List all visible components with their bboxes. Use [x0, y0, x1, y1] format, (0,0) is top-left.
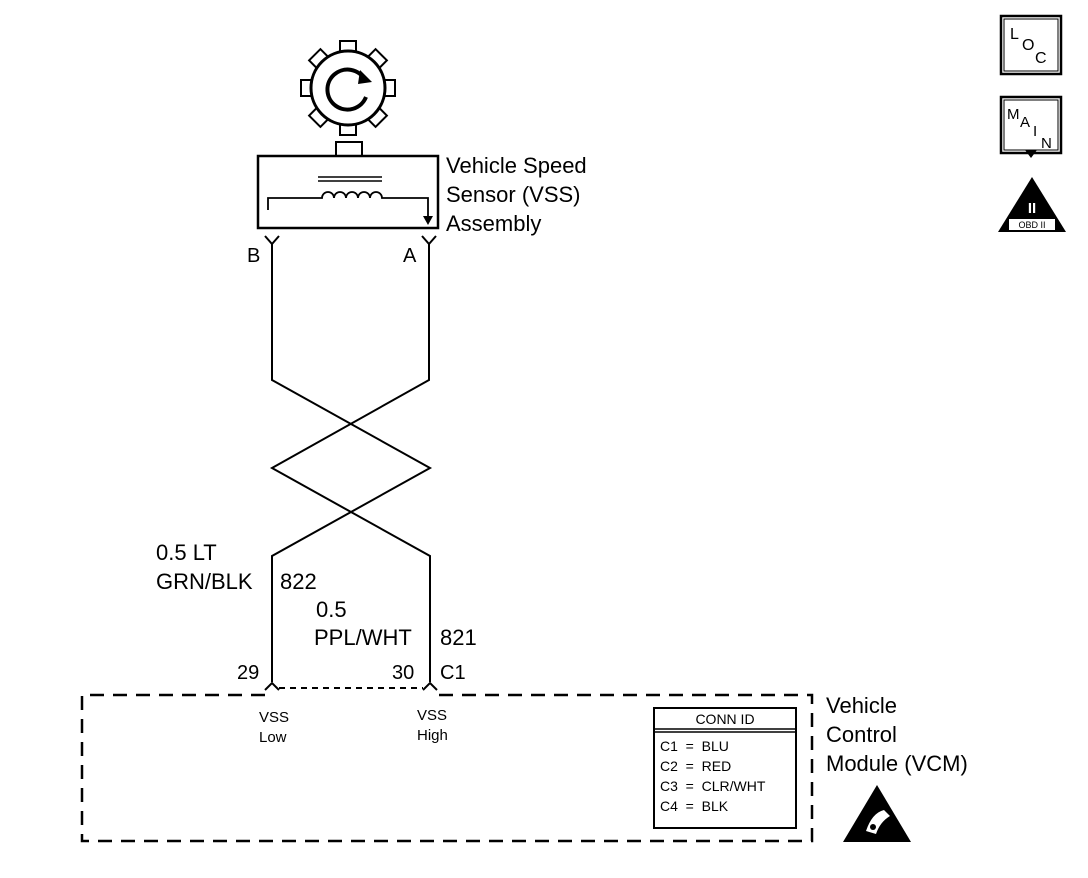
sensor-name-line2: Sensor (VSS): [446, 182, 581, 207]
wire-821-circuit: 821: [440, 625, 477, 650]
loc-icon-letter-l: L: [1010, 26, 1019, 43]
wire-822: [271, 244, 433, 682]
main-icon-letter-a: A: [1020, 114, 1030, 131]
wire-822-color: GRN/BLK: [156, 569, 253, 594]
vcm-term-high-line2: High: [417, 727, 448, 744]
loc-icon-letter-c: C: [1035, 50, 1047, 67]
conn-id-title: CONN ID: [695, 711, 754, 727]
wire-822-circuit: 822: [280, 569, 317, 594]
wire-821-color: PPL/WHT: [314, 625, 412, 650]
wire-821-gauge: 0.5: [316, 597, 347, 622]
reluctor-wheel-icon: [300, 40, 396, 136]
loc-icon[interactable]: [999, 14, 1063, 76]
obd-ii-numeral: II: [1028, 200, 1036, 217]
sensor-name-line1: Vehicle Speed: [446, 153, 587, 178]
sensor-pin-a-terminal: [421, 235, 437, 246]
conn-id-row: C3 = CLR/WHT: [660, 778, 766, 794]
vcm-term-low-line1: VSS: [259, 709, 289, 726]
conn-id-row: C4 = BLK: [660, 798, 729, 814]
obd-ii-label: OBD II: [1018, 220, 1045, 230]
conn-id-row: C2 = RED: [660, 758, 731, 774]
main-icon-letter-m: M: [1007, 106, 1020, 123]
vcm-name-line1: Vehicle: [826, 693, 897, 718]
connector-c1-terminals: [264, 681, 438, 691]
sensor-pin-b-label: B: [247, 245, 260, 267]
wire-821: [269, 244, 431, 682]
sensor-name-line3: Assembly: [446, 211, 541, 236]
vss-sensor-body: [256, 141, 440, 230]
main-icon-letter-i: I: [1033, 123, 1037, 140]
vcm-module-outline: [80, 693, 814, 843]
conn-id-table: [653, 707, 797, 829]
main-icon-letter-n: N: [1041, 135, 1052, 152]
wire-822-gauge: 0.5 LT: [156, 540, 217, 565]
sensor-pin-b-terminal: [264, 235, 280, 246]
conn-id-row: C1 = BLU: [660, 738, 729, 754]
vcm-name-line3: Module (VCM): [826, 751, 968, 776]
vcm-term-high-line1: VSS: [417, 707, 447, 724]
connector-pin-30: 30: [392, 662, 414, 684]
connector-id-label: C1: [440, 662, 466, 684]
connector-pin-29: 29: [237, 662, 259, 684]
vcm-term-low-line2: Low: [259, 729, 287, 746]
sensor-pin-a-label: A: [403, 245, 417, 267]
vcm-name-line2: Control: [826, 722, 897, 747]
esd-warning-icon: [843, 785, 911, 842]
obd-ii-icon[interactable]: [998, 177, 1066, 232]
main-icon[interactable]: [999, 95, 1063, 158]
loc-icon-letter-o: O: [1022, 37, 1034, 54]
